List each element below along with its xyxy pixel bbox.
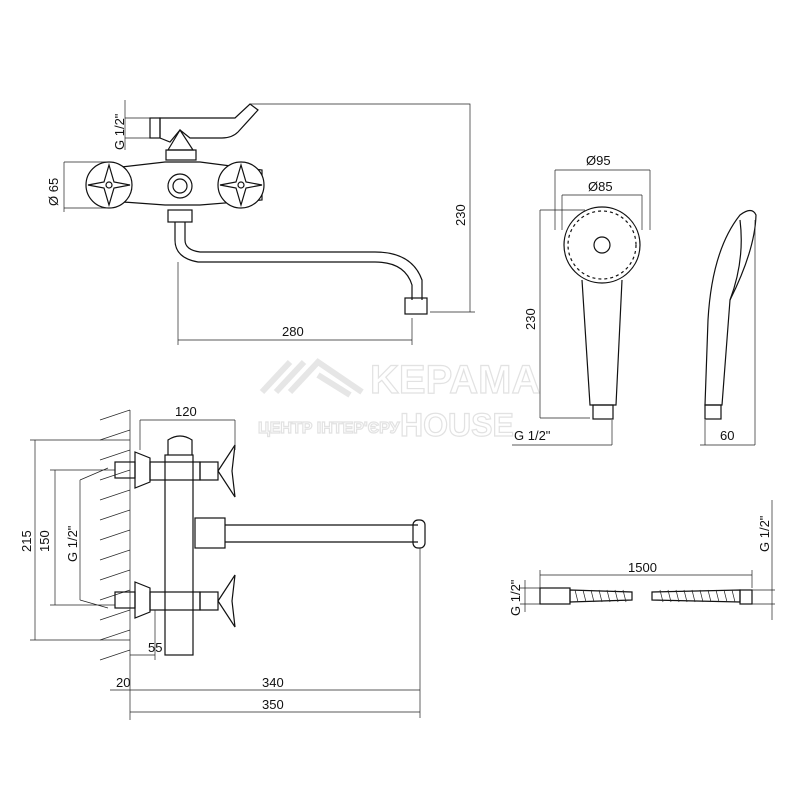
shower-head-front	[563, 206, 641, 420]
watermark-brand: KEPAMA	[370, 358, 540, 402]
front-thread-label: G 1/2"	[65, 525, 80, 562]
front-overall-height-label: 215	[19, 530, 34, 552]
center-distance-label: 150	[37, 530, 52, 552]
faucet-top-view	[85, 103, 428, 315]
spout-reach-label: 280	[282, 324, 304, 339]
overall-length-label: 350	[262, 697, 284, 712]
hose-dimensions: 1500 G 1/2" G 1/2"	[508, 500, 775, 620]
watermark-sub: HOUSE	[400, 407, 514, 443]
shower-outer-diameter-label: Ø95	[586, 153, 611, 168]
top-height-label: 230	[453, 204, 468, 226]
spout-length-label: 340	[262, 675, 284, 690]
wall-label: 20	[116, 675, 130, 690]
top-view-dimensions: G 1/2" Ø 65 230 280	[46, 100, 475, 345]
front-width-label: 120	[175, 404, 197, 419]
hose-length-label: 1500	[628, 560, 657, 575]
wall-hatch	[99, 409, 131, 661]
front-view-dimensions: 120 215 150 G 1/2" 55 20 340 350	[19, 404, 421, 720]
watermark-tagline: ЦЕНТР ІНТЕР'ЄРУ	[258, 420, 401, 437]
hose-left-thread-label: G 1/2"	[508, 579, 523, 616]
shower-head-side	[704, 209, 757, 420]
handle-diameter-label: Ø 65	[46, 178, 61, 206]
offset-label: 55	[148, 640, 162, 655]
top-thread-label: G 1/2"	[112, 113, 127, 150]
watermark-logo: KEPAMA HOUSE ЦЕНТР ІНТЕР'ЄРУ	[257, 357, 541, 443]
shower-thread-label: G 1/2"	[514, 428, 551, 443]
faucet-front-view	[114, 435, 426, 656]
hose-right-thread-label: G 1/2"	[757, 515, 772, 552]
shower-length-label: 230	[523, 308, 538, 330]
shower-inner-diameter-label: Ø85	[588, 179, 613, 194]
shower-dimensions: Ø95 Ø85 230 G 1/2" 60	[512, 153, 756, 446]
shower-depth-label: 60	[720, 428, 734, 443]
shower-hose	[539, 587, 753, 605]
